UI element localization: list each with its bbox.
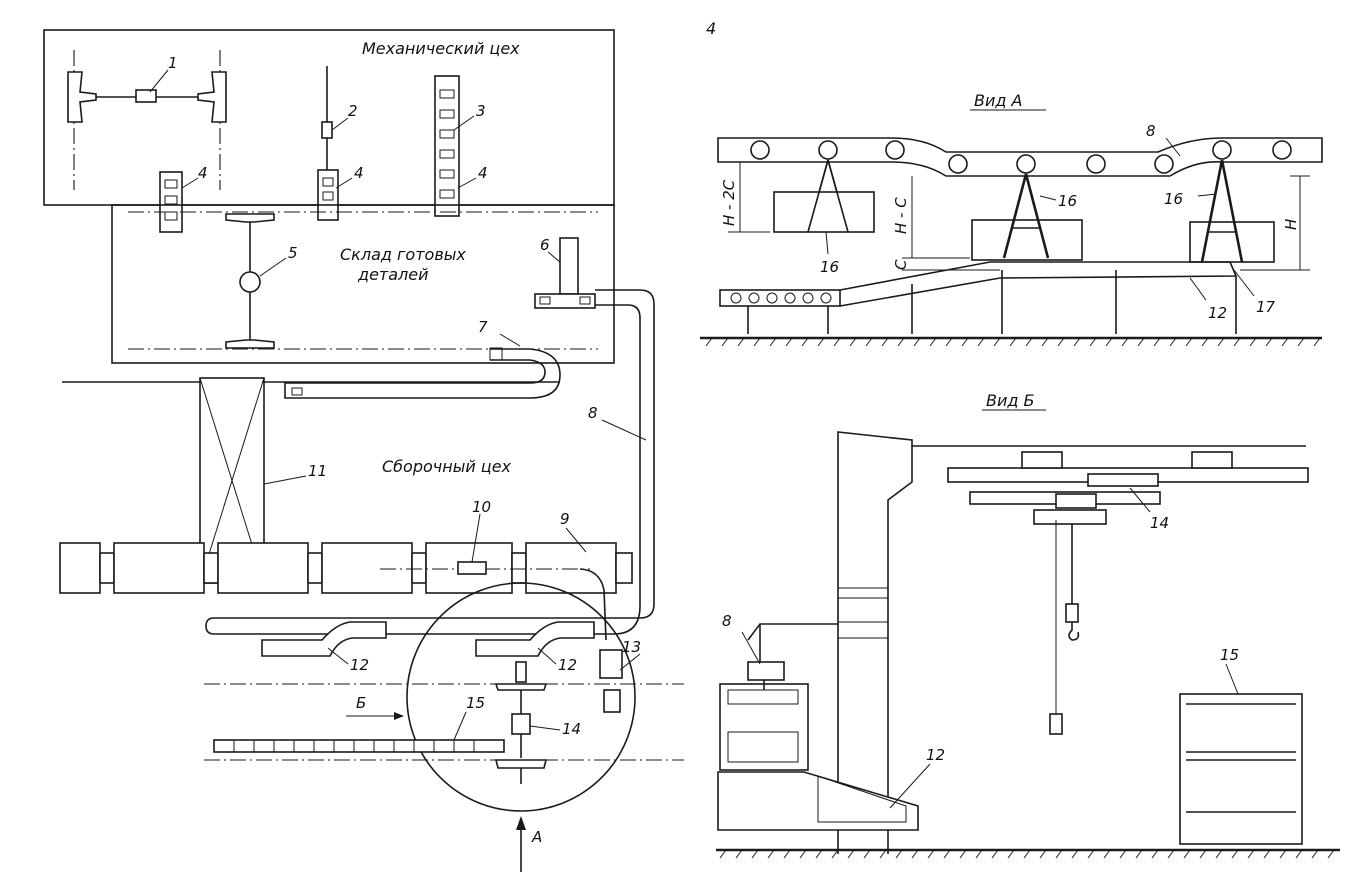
- callout-14: 14: [562, 720, 581, 738]
- pallet-4: [159, 171, 183, 233]
- rack-15-view-b: [1179, 693, 1303, 845]
- view-arrow-a: А: [516, 816, 542, 872]
- machine-2: [317, 66, 339, 221]
- callout-3: 3: [476, 102, 486, 120]
- trolleys: [750, 140, 1292, 174]
- detail-circle: [406, 582, 636, 812]
- callout-1: 1: [168, 54, 178, 72]
- svg-text:H: H: [1282, 219, 1300, 230]
- plan-view: Механический цех: [43, 19, 716, 872]
- callout-8-b: 8: [722, 612, 732, 630]
- callout-16-a: 16: [820, 258, 839, 276]
- callout-10: 10: [472, 498, 491, 516]
- crane-14-view-b: [947, 451, 1309, 735]
- callout-6: 6: [540, 236, 550, 254]
- view-a-callouts: 8 16 16 16 12 17: [820, 122, 1276, 322]
- callout-4c: 4: [478, 164, 488, 182]
- machine-1: [67, 50, 227, 190]
- chute-12-view-b: [717, 771, 919, 831]
- callout-14-b: 14: [1150, 514, 1169, 532]
- callout-8: 8: [588, 404, 598, 422]
- control-13: [599, 649, 623, 713]
- hanger-16a: [773, 159, 875, 233]
- conveyor-7: [284, 348, 561, 399]
- view-a: Вид А: [700, 91, 1323, 347]
- dimensions-view-a: H - 2C H - C C H: [720, 161, 1310, 271]
- crane-14: [494, 661, 548, 784]
- view-b-callouts: 14 8 12 15: [722, 487, 1239, 809]
- svg-text:H - 2C: H - 2C: [720, 179, 738, 226]
- hanger-16c: [1189, 159, 1275, 263]
- warehouse-label-2: деталей: [357, 265, 429, 284]
- callout-12-b: 12: [926, 746, 945, 764]
- crane-5: [225, 213, 275, 349]
- callout-9: 9: [560, 510, 570, 528]
- callout-4b: 4: [354, 164, 364, 182]
- svg-text:А: А: [531, 828, 542, 846]
- warehouse-outline: [111, 204, 615, 364]
- rack-15: [213, 739, 505, 753]
- view-arrow-b: Б: [346, 694, 404, 720]
- callout-17: 17: [1256, 298, 1276, 316]
- callout-8-a: 8: [1146, 122, 1156, 140]
- hanger-16b: [971, 173, 1083, 261]
- callout-2: 2: [348, 102, 358, 120]
- warehouse-label-1: Склад готовых: [340, 245, 466, 264]
- assembly-line: [59, 542, 633, 641]
- view-b: Вид Б: [716, 391, 1340, 859]
- callout-5: 5: [288, 244, 298, 262]
- rack-3: [434, 75, 460, 217]
- mech-shop-label: Механический цех: [362, 39, 520, 58]
- chute-12-view-a: [719, 261, 1238, 334]
- svg-text:H - C: H - C: [892, 197, 910, 234]
- chute-12b: [475, 621, 595, 657]
- callout-13: 13: [622, 638, 641, 656]
- callout-12b: 12: [558, 656, 577, 674]
- svg-text:C: C: [892, 259, 910, 270]
- callout-7: 7: [478, 318, 488, 336]
- view-b-title: Вид Б: [986, 391, 1035, 410]
- callout-12-a: 12: [1208, 304, 1227, 322]
- building-column: [837, 431, 913, 854]
- callout-4a: 4: [198, 164, 208, 182]
- plan-callouts: 1 2 3 4 4 4 5 6 7 8 9 10 11 12: [149, 54, 647, 741]
- svg-text:Б: Б: [356, 694, 366, 712]
- callout-11: 11: [308, 462, 327, 480]
- callout-12a: 12: [350, 656, 369, 674]
- callout-16-c: 16: [1164, 190, 1183, 208]
- assembly-shop-label: Сборочный цех: [382, 457, 512, 476]
- callout-16-b: 16: [1058, 192, 1077, 210]
- transfer-station-6: [534, 237, 596, 309]
- conveyor-8: [205, 289, 655, 635]
- callout-15: 15: [466, 694, 485, 712]
- figure-number: 4: [706, 19, 716, 38]
- view-a-title: Вид А: [974, 91, 1022, 110]
- callout-15-b: 15: [1220, 646, 1239, 664]
- monorail-8-view-b: [719, 623, 838, 771]
- chute-12a: [261, 621, 387, 657]
